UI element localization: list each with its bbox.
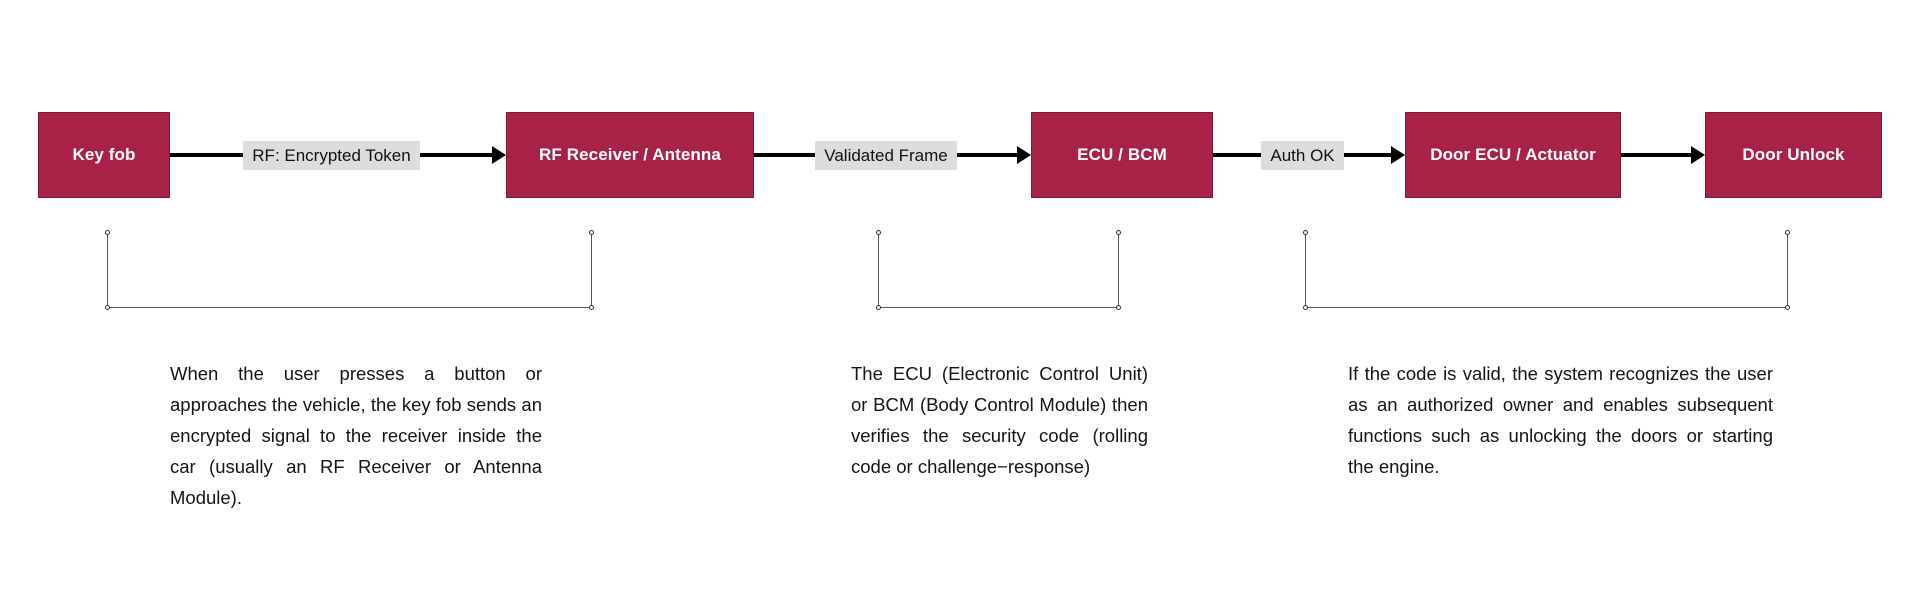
bracket-endpoint-dot-icon <box>876 230 881 235</box>
flow-connector-2: Validated Frame <box>754 140 1031 170</box>
bracket-endpoint-dot-icon <box>1303 230 1308 235</box>
note-text-authorized-unlock: If the code is valid, the system recogni… <box>1348 363 1773 477</box>
connector-line-1 <box>170 153 244 157</box>
connector-label-validated-frame: Validated Frame <box>815 140 957 170</box>
flow-node-door-unlock[interactable]: Door Unlock <box>1705 112 1882 198</box>
flow-connector-3: Auth OK <box>1213 140 1406 170</box>
bracket-base <box>107 307 592 308</box>
flow-node-rf-receiver[interactable]: RF Receiver / Antenna <box>506 112 754 198</box>
bracket-corner-dot-icon <box>1303 305 1308 310</box>
flow-connector-4 <box>1621 145 1705 165</box>
bracket-side-left <box>107 232 108 306</box>
bracket-corner-dot-icon <box>1116 305 1121 310</box>
bracket-side-left <box>1305 232 1306 306</box>
bracket-base <box>878 307 1119 308</box>
bracket-corner-dot-icon <box>589 305 594 310</box>
flow-node-door-ecu-actuator[interactable]: Door ECU / Actuator <box>1405 112 1621 198</box>
arrow-head-icon-4 <box>1691 146 1705 164</box>
connector-line-4 <box>1621 153 1692 157</box>
connector-line-2 <box>754 153 816 157</box>
note-bracket-3 <box>1303 230 1790 310</box>
bracket-side-right <box>1118 232 1119 306</box>
note-text-key-fob-signal: When the user presses a button or approa… <box>170 363 542 508</box>
bracket-side-right <box>1787 232 1788 306</box>
bracket-endpoint-dot-icon <box>105 230 110 235</box>
arrow-head-icon-3 <box>1391 146 1406 164</box>
bracket-corner-dot-icon <box>105 305 110 310</box>
connector-label-auth-ok: Auth OK <box>1261 140 1344 170</box>
flow-node-key-fob[interactable]: Key fob <box>38 112 170 198</box>
note-bracket-1 <box>105 230 594 310</box>
bracket-corner-dot-icon <box>876 305 881 310</box>
arrow-head-icon-2 <box>1017 146 1031 164</box>
bracket-side-left <box>878 232 879 306</box>
connector-line-1b <box>419 153 493 157</box>
connector-line-2b <box>956 153 1018 157</box>
flow-node-ecu-bcm[interactable]: ECU / BCM <box>1031 112 1213 198</box>
bracket-endpoint-dot-icon <box>589 230 594 235</box>
bracket-endpoint-dot-icon <box>1116 230 1121 235</box>
bracket-corner-dot-icon <box>1785 305 1790 310</box>
note-text-ecu-verification: The ECU (Electronic Control Unit) or BCM… <box>851 363 1148 477</box>
bracket-base <box>1305 307 1788 308</box>
bracket-endpoint-dot-icon <box>1785 230 1790 235</box>
arrow-head-icon-1 <box>492 146 506 164</box>
connector-line-3 <box>1213 153 1262 157</box>
note-bracket-2 <box>876 230 1121 310</box>
flow-row: Key fob RF: Encrypted Token RF Receiver … <box>0 112 1920 198</box>
bracket-side-right <box>591 232 592 306</box>
flow-connector-1: RF: Encrypted Token <box>170 140 506 170</box>
connector-line-3b <box>1343 153 1393 157</box>
connector-label-rf-encrypted-token: RF: Encrypted Token <box>243 140 420 170</box>
